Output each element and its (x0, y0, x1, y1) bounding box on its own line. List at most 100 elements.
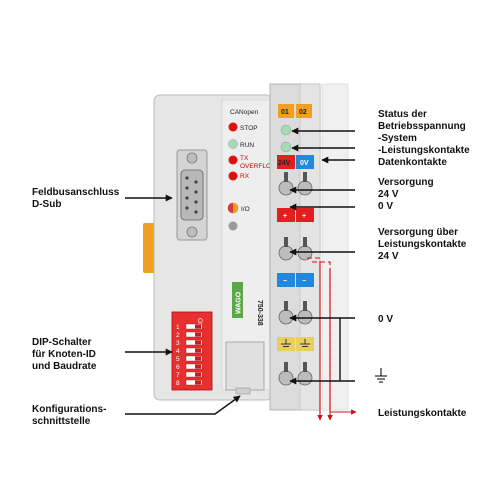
clamp-1-2[interactable] (297, 180, 313, 196)
tx-led (228, 155, 238, 165)
dip-number-5: 5 (176, 356, 180, 363)
rail-contacts (321, 83, 349, 411)
run-led (228, 139, 238, 149)
stop-led-label: STOP (240, 125, 258, 132)
dip-number-2: 2 (176, 332, 180, 339)
config-port-latch (235, 387, 251, 395)
dip-switch-knob-6 (195, 364, 201, 369)
status-label-1: Status der (378, 109, 427, 120)
dip-switch-2[interactable] (185, 331, 203, 338)
versorgung-label-3: 0 V (378, 201, 393, 212)
terminal-24v (277, 155, 295, 169)
dip-switch-3[interactable] (185, 339, 203, 346)
clamp-slot-3-1 (284, 301, 288, 311)
dip-number-1: 1 (176, 324, 180, 331)
clamp-4-1[interactable] (278, 370, 294, 386)
rx-led-label: RX (240, 173, 250, 180)
zero-v-label: 0 V (378, 314, 393, 325)
dip-switch-knob-3 (195, 340, 201, 345)
io-led-orange (233, 203, 238, 213)
io-label: I/O (241, 206, 250, 213)
konfig-arrow (125, 395, 241, 415)
clamp-1-1[interactable] (278, 180, 294, 196)
leistungskontakte-label: Leistungskontakte (378, 408, 467, 419)
versorgung-lk-label-1: Versorgung über (378, 227, 458, 238)
dip-switch-knob-2 (195, 332, 201, 337)
dip-number-3: 3 (176, 340, 180, 347)
dip-number-4: 4 (176, 348, 180, 355)
status-label-2: Betriebsspannung (378, 121, 466, 132)
versorgung-lk-label-2: Leistungskontakte (378, 239, 467, 250)
clamp-2-1[interactable] (278, 245, 294, 261)
ground-key-icons (281, 339, 310, 347)
konfig-label-1: Konfigurations- (32, 404, 106, 415)
terminal-plus-1-label: + (283, 213, 287, 220)
side-clip (143, 223, 155, 273)
clamp-3-1[interactable] (278, 309, 294, 325)
dip-label-1: DIP-Schalter (32, 337, 92, 348)
io-led-red (228, 203, 233, 213)
terminal-plus-2-label: + (302, 213, 306, 220)
slot-01-label: 01 (281, 109, 289, 116)
dip-number-8: 8 (176, 380, 180, 387)
dip-switch-knob-7 (195, 372, 201, 377)
dsub-connector (176, 149, 208, 241)
model-number: 750-338 (256, 300, 263, 326)
terminal-plus-2 (296, 208, 314, 222)
versorgung-label-2: 24 V (378, 189, 399, 200)
dip-switch-5[interactable] (185, 355, 203, 362)
terminal-minus-2 (296, 273, 314, 287)
tx-led-label: TX (240, 155, 249, 162)
overflow-led-label: OVERFLOW (240, 163, 278, 170)
versorgung-label-1: Versorgung (378, 177, 434, 188)
status-label-3: -System (378, 133, 417, 144)
dip-switch-6[interactable] (185, 363, 203, 370)
clamp-slot-4-2 (303, 362, 307, 372)
versorgung-lk-label-3: 24 V (378, 251, 399, 262)
dip-switch-1[interactable] (185, 323, 203, 330)
dip-label-2: für Knoten-ID (32, 349, 96, 360)
status-label-4: -Leistungskontakte (378, 145, 470, 156)
dip-switch-knob-5 (195, 356, 201, 361)
dip-switch-knob-8 (195, 380, 201, 385)
slot-02-label: 02 (299, 109, 307, 116)
stop-led (228, 122, 238, 132)
clamp-slot-2-2 (303, 237, 307, 247)
konfig-label-2: schnittstelle (32, 416, 91, 427)
brand-group: WAGO (232, 282, 243, 318)
dip-switch-4[interactable] (185, 347, 203, 354)
protocol-label: CANopen (230, 109, 259, 116)
ground-icon (375, 368, 387, 383)
datenkontakte-label: Datenkontakte (378, 157, 447, 168)
terminal-minus-1 (277, 273, 295, 287)
system-led (280, 124, 292, 136)
wago-logo-box (232, 282, 243, 318)
run-led-label: RUN (240, 142, 254, 149)
dip-on-label: ON (196, 318, 203, 328)
clamp-slot-2-1 (284, 237, 288, 247)
feldbus-label-2: D-Sub (32, 199, 61, 210)
dip-switch-knob-1 (195, 324, 201, 329)
dip-switch-8[interactable] (185, 379, 203, 386)
dip-switch-7[interactable] (185, 371, 203, 378)
clamp-4-2[interactable] (297, 370, 313, 386)
clamp-3-2[interactable] (297, 309, 313, 325)
clamp-slot-1-2 (303, 172, 307, 182)
grey-led (228, 221, 238, 231)
clamp-slot-3-2 (303, 301, 307, 311)
wago-logo-text: WAGO (236, 291, 243, 314)
slot-02 (296, 104, 312, 118)
slot-01 (278, 104, 294, 118)
terminal-minus-1-label: − (283, 278, 287, 285)
terminal-0v-label: 0V (300, 160, 309, 167)
clamp-slot-1-1 (284, 172, 288, 182)
dip-number-7: 7 (176, 372, 180, 379)
terminal-plus-1 (277, 208, 295, 222)
dip-switch-knob-4 (195, 348, 201, 353)
feldbus-label-1: Feldbusanschluss (32, 187, 120, 198)
power-contacts-led (280, 141, 292, 153)
dip-number-6: 6 (176, 364, 180, 371)
dip-label-3: und Baudrate (32, 361, 97, 372)
